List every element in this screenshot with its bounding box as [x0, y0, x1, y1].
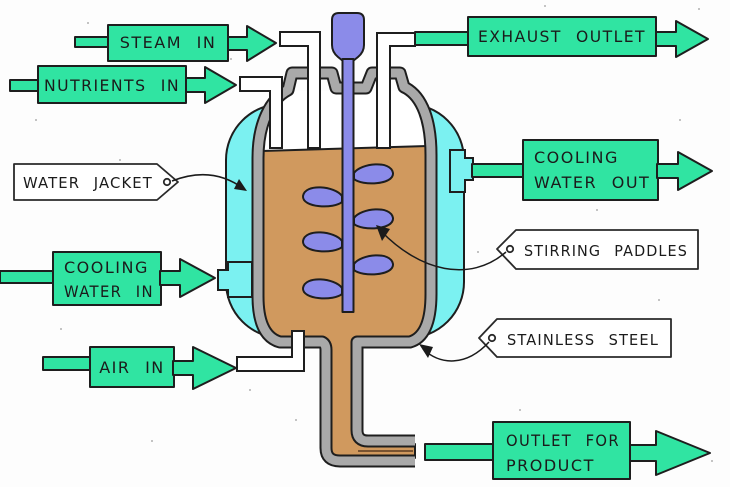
- stainless-steel-tag-hole: [487, 333, 497, 343]
- nutrients-in-label-box: [37, 65, 187, 104]
- stirring-paddle: [353, 208, 394, 230]
- nutrients-in-arrow: [185, 66, 237, 104]
- cooling-water-in-nozzle: [217, 261, 253, 298]
- stainless-steel-tag: [478, 318, 672, 358]
- stirrer: [302, 12, 394, 313]
- water-jacket-pointer-head: [234, 179, 247, 191]
- air-sparger-pipe: [236, 330, 305, 372]
- outlet-product-label-line2: PRODUCT: [506, 456, 595, 475]
- stirring-paddles-pointer-head: [376, 225, 390, 241]
- motor: [331, 12, 365, 62]
- stainless-steel-label: STAINLESS STEEL: [507, 331, 659, 349]
- stirring-paddle: [302, 186, 343, 208]
- steam-in-tail: [74, 36, 110, 48]
- stirring-paddle: [353, 163, 394, 185]
- outlet-product-tail: [424, 443, 495, 461]
- steam-inlet-pipe: [279, 31, 321, 149]
- nutrients-in-label: NUTRIENTS IN: [44, 76, 180, 95]
- nutrients-in-tail: [9, 79, 40, 92]
- exhaust-outlet-label: EXHAUST OUTLET: [478, 27, 646, 46]
- cooling-water-out-label-box: [522, 139, 659, 201]
- cooling-water-in-tail: [0, 270, 55, 284]
- steam-in-label-box: [107, 24, 229, 62]
- stirring-paddle: [302, 278, 343, 300]
- steam-in-label: STEAM IN: [120, 33, 217, 52]
- air-in-label-box: [89, 346, 175, 388]
- exhaust-outlet-label-box: [467, 16, 657, 57]
- stirring-paddles-tag-hole: [505, 244, 515, 254]
- stainless-steel-pointer: [422, 341, 490, 362]
- cooling-water-out-label-line1: COOLING: [534, 148, 619, 167]
- stirring-paddles-pointer: [379, 229, 507, 271]
- stirring-paddles-tag: [496, 229, 699, 270]
- cooling-water-out-tail: [471, 163, 525, 178]
- air-in-label: AIR IN: [99, 358, 165, 377]
- cooling-water-in-arrow: [159, 258, 216, 298]
- cooling-water-out-label-line2: WATER OUT: [534, 173, 650, 192]
- nutrient-inlet-pipe: [239, 76, 283, 149]
- exhaust-outlet-arrow: [655, 20, 709, 58]
- outlet-product-arrow: [629, 430, 711, 476]
- air-in-tail: [42, 356, 92, 371]
- cooling-water-in-label-line2: WATER IN: [64, 282, 154, 301]
- outlet-product-label-line1: OUTLET FOR: [506, 431, 620, 450]
- stirrer-shaft: [341, 58, 355, 313]
- stainless-steel-pointer-head: [419, 344, 433, 358]
- paper-speckles: [35, 5, 713, 462]
- water-jacket-tag-hole: [162, 177, 172, 187]
- stirring-paddle: [353, 254, 394, 276]
- steam-in-arrow: [227, 25, 277, 62]
- water-jacket-label: WATER JACKET: [23, 174, 153, 192]
- air-in-arrow: [172, 346, 237, 390]
- cooling-water-out-nozzle: [449, 149, 474, 193]
- vessel-wall: [253, 68, 436, 466]
- water-jacket-tag: [13, 163, 179, 201]
- cooling-water-in-label-box: [52, 251, 162, 306]
- cooling-water-in-label-line1: COOLING: [64, 258, 149, 277]
- stirring-paddles-label: STIRRING PADDLES: [524, 242, 688, 260]
- exhaust-outlet-tail: [414, 31, 470, 46]
- stirring-paddle: [302, 231, 343, 253]
- cooling-water-out-arrow: [656, 151, 713, 191]
